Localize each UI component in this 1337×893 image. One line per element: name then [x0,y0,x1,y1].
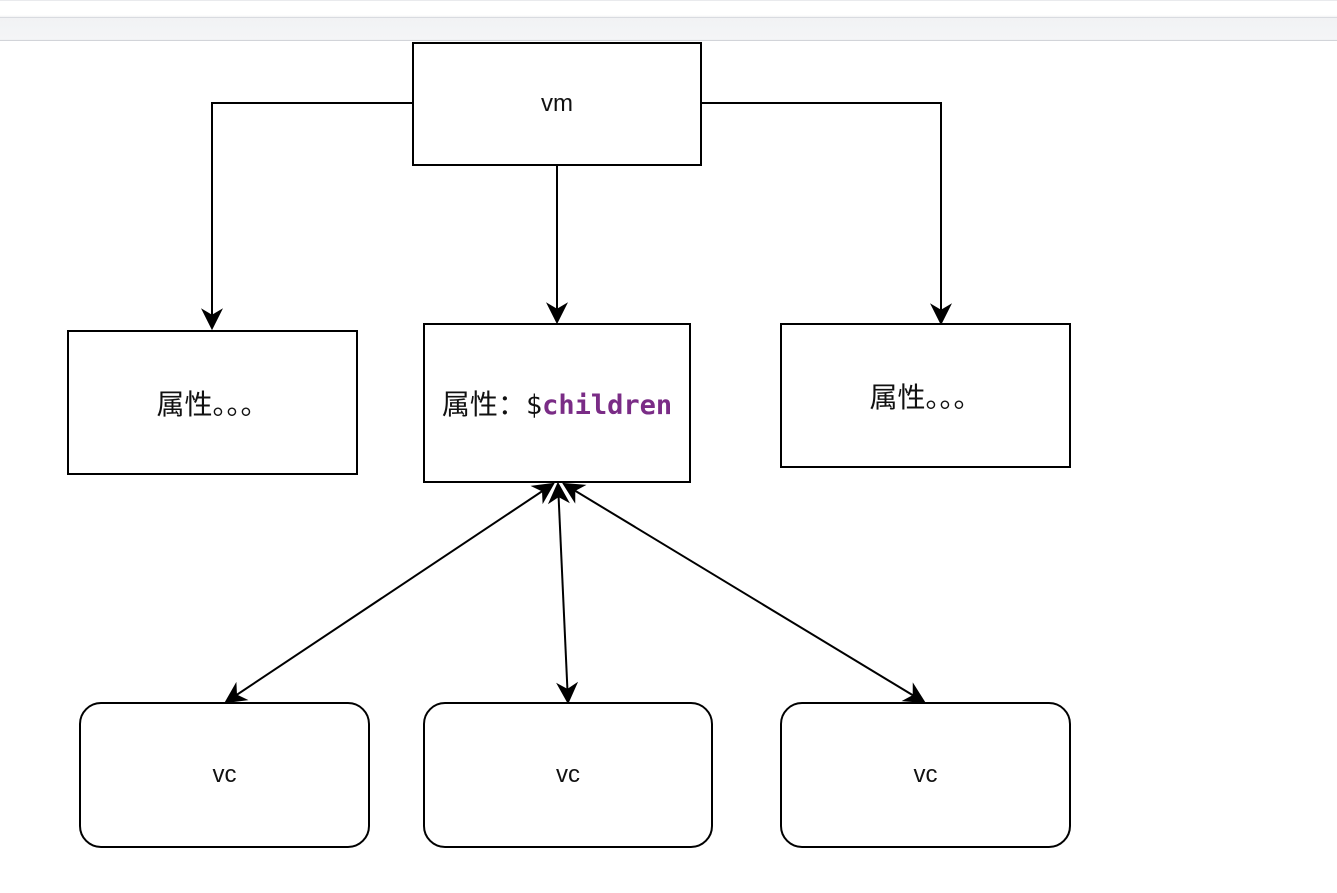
property-label-dollar: $ [525,390,543,421]
vc-node-left[interactable]: vc [79,702,370,848]
property-node-left[interactable]: 属性。。。 [67,330,358,475]
property-label-prefix: 属性： [441,388,526,421]
vc-node-right-label: vc [913,761,938,788]
vc-node-middle-label: vc [556,761,580,788]
edge-vm-to-prop-left [201,102,413,331]
toolbar-divider [0,17,1337,18]
vm-node[interactable]: vm [412,42,702,166]
edge-prop-middle-vc-right [562,482,926,704]
vc-node-left-label: vc [212,761,237,788]
edge-prop-middle-vc-middle [547,481,579,705]
edge-prop-middle-vc-left [224,482,555,704]
edge-vm-to-prop-right [701,102,952,326]
property-node-children[interactable]: 属性：$children [423,323,691,483]
browser-toolbar-strip [0,0,1337,41]
vc-node-middle[interactable]: vc [423,702,713,848]
toolbar-divider [0,40,1337,41]
vc-node-right[interactable]: vc [780,702,1071,848]
property-node-children-label: 属性：$children [442,383,672,423]
vm-node-label: vm [541,90,573,117]
property-node-left-label: 属性。。。 [156,387,269,421]
property-node-right[interactable]: 属性。。。 [780,323,1071,468]
property-node-right-label: 属性。。。 [869,380,982,414]
property-label-children-code: children [542,390,673,421]
